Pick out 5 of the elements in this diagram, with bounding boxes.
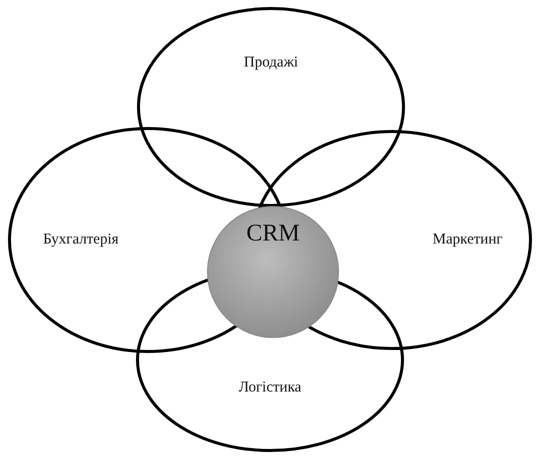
area-label: Бухгалтерія	[43, 232, 119, 248]
area-label: Маркетинг	[432, 232, 503, 248]
area-label: Продажі	[244, 54, 298, 72]
hub-label: CRM	[246, 220, 300, 248]
area-label: Логістика	[238, 379, 302, 396]
